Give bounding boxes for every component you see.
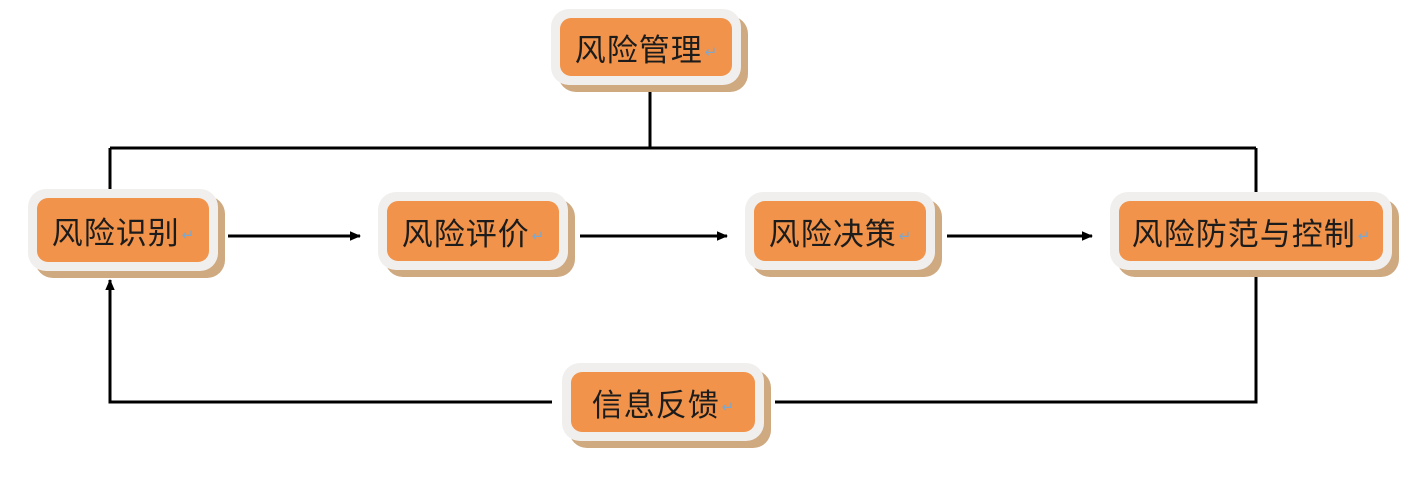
node-risk-identification[interactable]: 风险识别 ↵ [28, 189, 218, 271]
node-risk-evaluation-label: 风险评价 [401, 216, 530, 252]
node-risk-decision-label: 风险决策 [768, 216, 897, 252]
node-risk-evaluation-body: 风险评价 ↵ [387, 201, 559, 261]
return-mark-icon: ↵ [898, 227, 912, 245]
node-risk-prevention-control-body: 风险防范与控制 ↵ [1119, 201, 1383, 261]
return-mark-icon: ↵ [531, 227, 545, 245]
node-risk-decision-body: 风险决策 ↵ [754, 201, 926, 261]
node-information-feedback-body: 信息反馈 ↵ [571, 372, 755, 432]
return-mark-icon: ↵ [1357, 227, 1371, 245]
connector-feedback-to-identification [105, 279, 552, 404]
node-information-feedback[interactable]: 信息反馈 ↵ [562, 363, 764, 441]
node-risk-evaluation[interactable]: 风险评价 ↵ [378, 192, 568, 270]
node-risk-decision[interactable]: 风险决策 ↵ [745, 192, 935, 270]
node-risk-identification-label: 风险识别 [51, 215, 180, 251]
node-risk-management[interactable]: 风险管理 ↵ [551, 9, 741, 85]
return-mark-icon: ↵ [721, 398, 735, 416]
return-mark-icon: ↵ [181, 226, 195, 244]
node-information-feedback-label: 信息反馈 [591, 387, 720, 423]
connector-prevention-to-feedback [775, 276, 1258, 404]
node-risk-prevention-control[interactable]: 风险防范与控制 ↵ [1110, 192, 1392, 270]
node-risk-prevention-control-label: 风险防范与控制 [1131, 216, 1356, 252]
node-risk-management-label: 风险管理 [574, 32, 703, 68]
return-mark-icon: ↵ [704, 43, 718, 61]
node-risk-management-body: 风险管理 ↵ [560, 18, 732, 76]
node-risk-identification-body: 风险识别 ↵ [37, 198, 209, 262]
